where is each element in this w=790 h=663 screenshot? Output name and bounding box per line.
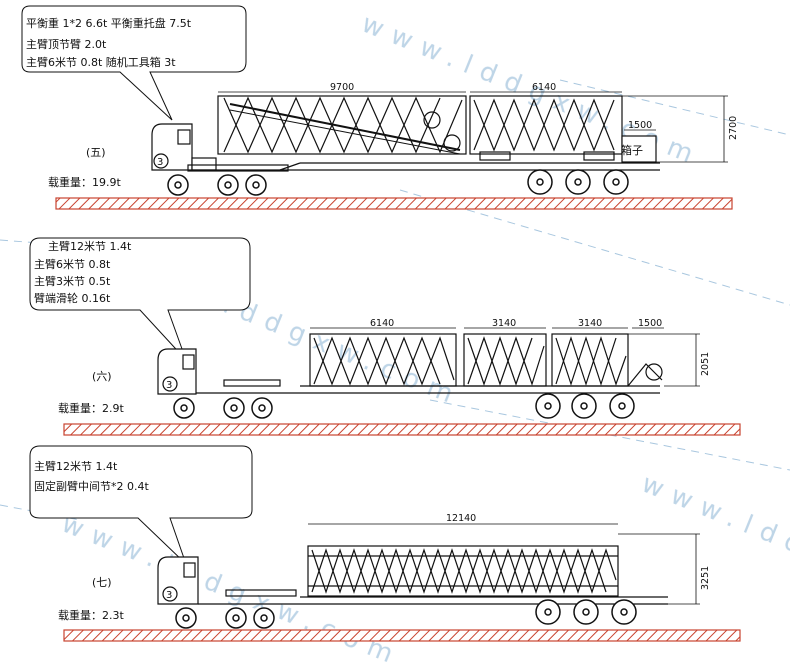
callout-line: 主臂顶节臂 2.0t <box>26 38 107 51</box>
callout-bubble <box>21 5 247 121</box>
dimension-lines <box>310 327 700 387</box>
truck-cab-icon: 3 <box>157 556 199 605</box>
section-seven: 主臂12米节 1.4t 固定副臂中间节*2 0.4t 3 <box>29 445 741 642</box>
svg-text:3: 3 <box>166 380 172 391</box>
wheels <box>167 169 629 196</box>
svg-text:3: 3 <box>166 590 172 601</box>
dimension-label: 2700 <box>728 116 739 140</box>
dimension-label: 2051 <box>700 352 711 376</box>
section-label: (六) <box>92 370 112 383</box>
box-label: 箱子 <box>621 143 643 157</box>
callout-line: 主臂12米节 1.4t <box>48 240 132 253</box>
section-five: 平衡重 1*2 6.6t 平衡重托盘 7.5t 主臂顶节臂 2.0t 主臂6米节… <box>21 5 739 210</box>
dimension-label: 9700 <box>330 82 354 93</box>
truck-cab-icon: 3 <box>157 348 197 395</box>
wheels <box>173 393 635 419</box>
dimension-label: 6140 <box>532 82 556 93</box>
dimension-label: 3140 <box>578 318 602 329</box>
road <box>63 423 741 436</box>
load-text: 载重量：2.9t <box>58 401 124 415</box>
truck-cab-icon: 3 <box>151 123 217 171</box>
dimension-label: 6140 <box>370 318 394 329</box>
section-label: (五) <box>86 146 106 159</box>
truss-boom-icon <box>309 333 663 387</box>
dimension-label: 12140 <box>446 513 476 524</box>
load-text: 载重量：19.9t <box>48 175 121 189</box>
dimension-label: 1500 <box>638 318 662 329</box>
road <box>63 629 741 642</box>
callout-line: 主臂6米节 0.8t 随机工具箱 3t <box>26 55 176 69</box>
dimension-label: 3140 <box>492 318 516 329</box>
svg-text:3: 3 <box>157 157 163 168</box>
callout-line: 臂端滑轮 0.16t <box>34 291 111 305</box>
dimension-label: 1500 <box>628 120 652 131</box>
wheels <box>175 599 637 629</box>
trailer-icon <box>187 162 660 172</box>
callout-line: 主臂6米节 0.8t <box>34 258 111 271</box>
truss-boom-icon <box>307 545 619 597</box>
section-label: (七) <box>92 576 112 589</box>
callout-line: 平衡重 1*2 6.6t 平衡重托盘 7.5t <box>26 16 192 30</box>
callout-line: 固定副臂中间节*2 0.4t <box>34 479 149 493</box>
callout-bubble <box>29 445 253 565</box>
svg-text:www.lddgxw.com: www.lddgxw.com <box>637 469 790 633</box>
section-six: 主臂12米节 1.4t 主臂6米节 0.8t 主臂3米节 0.5t 臂端滑轮 0… <box>29 237 741 436</box>
truss-boom-icon <box>217 95 467 155</box>
truss-boom-icon <box>469 95 623 161</box>
callout-line: 主臂3米节 0.5t <box>34 275 111 288</box>
road <box>55 197 733 210</box>
box <box>621 135 657 163</box>
dimension-lines <box>308 523 700 605</box>
callout-line: 主臂12米节 1.4t <box>34 460 118 473</box>
dimension-lines <box>218 91 728 163</box>
load-text: 载重量：2.3t <box>58 608 124 622</box>
callout-bubble <box>29 237 251 361</box>
dimension-label: 3251 <box>700 566 711 590</box>
